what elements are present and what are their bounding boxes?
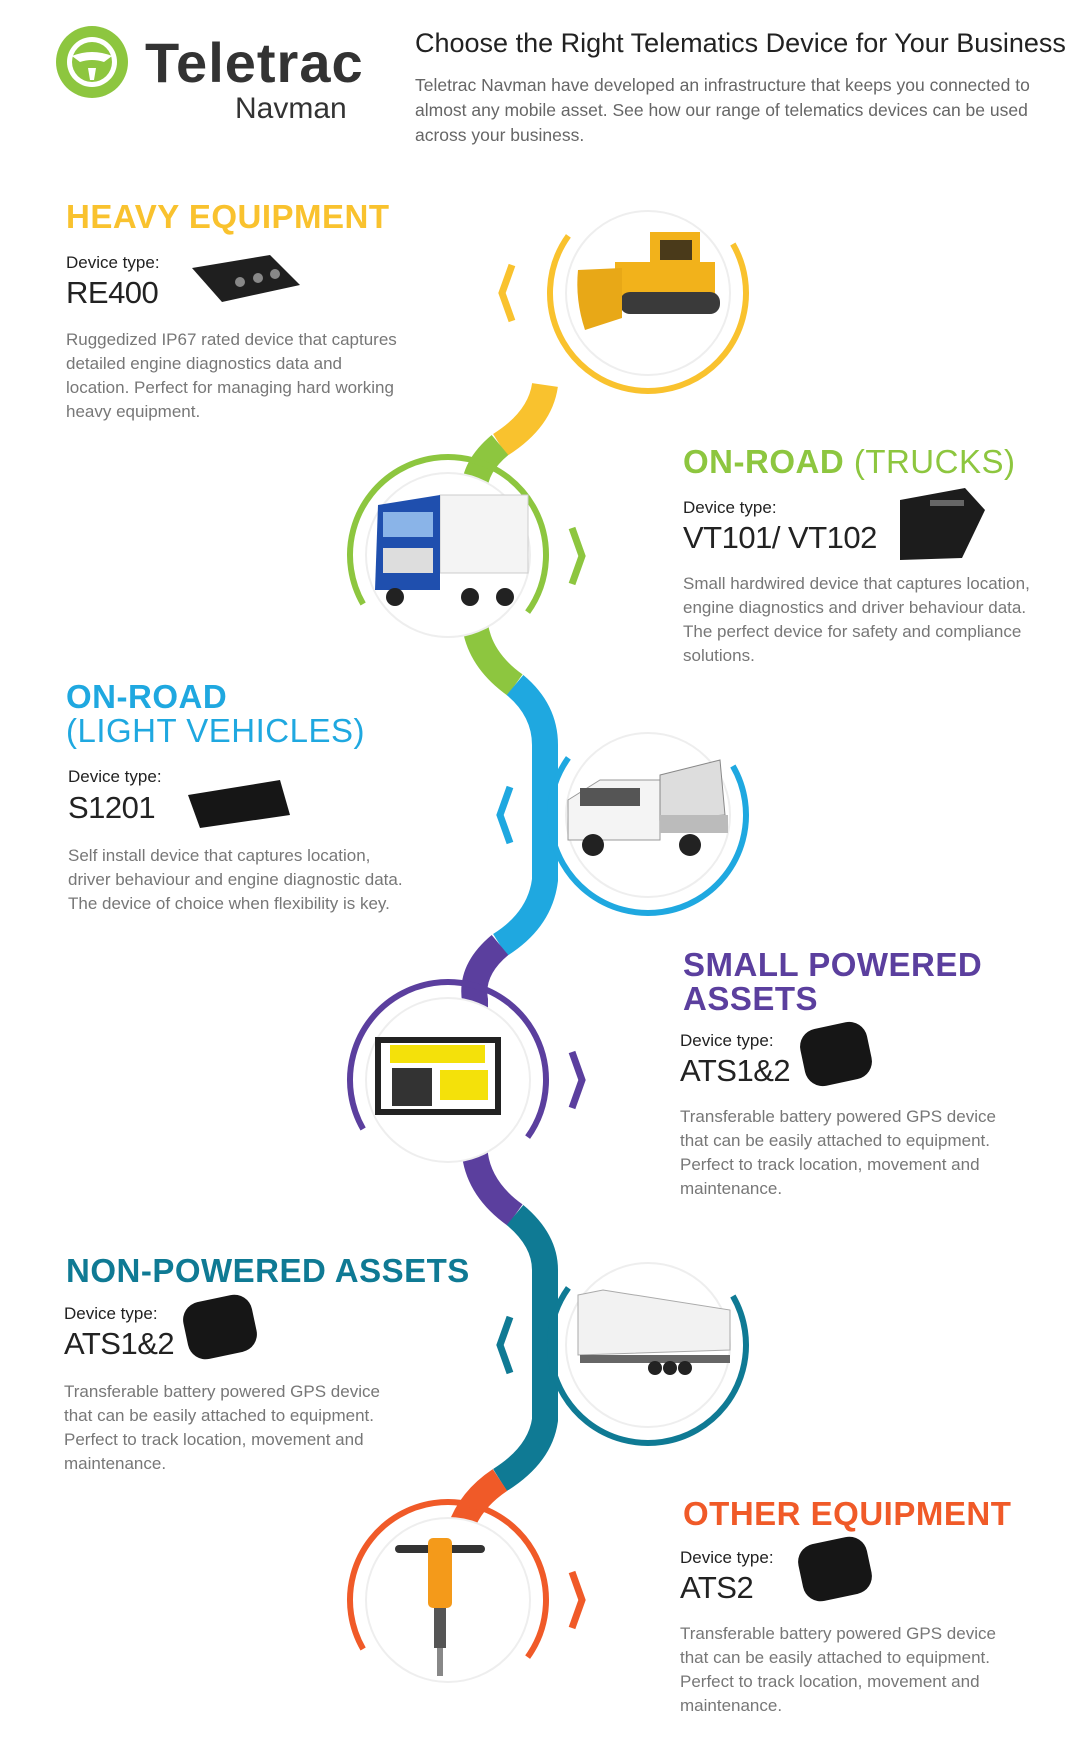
chevron-left-icon xyxy=(496,785,514,845)
title-line1: SMALL POWERED xyxy=(683,946,983,983)
device-name: ATS1&2 xyxy=(64,1326,175,1361)
section-description: Transferable battery powered GPS device … xyxy=(64,1382,380,1473)
teletrac-logo-icon xyxy=(56,26,128,98)
section-title-heavy-equipment: HEAVY EQUIPMENT xyxy=(66,198,390,235)
device-type-label: Device type: xyxy=(64,1304,158,1323)
chevron-left-icon xyxy=(496,1315,514,1375)
title-bold: ON-ROAD xyxy=(683,443,845,480)
device-name: ATS1&2 xyxy=(680,1053,791,1088)
bulldozer-icon xyxy=(577,232,720,330)
chevron-right-icon xyxy=(568,1570,586,1630)
page-title: Choose the Right Telematics Device for Y… xyxy=(415,28,1066,58)
chevron-left-icon xyxy=(498,263,516,323)
device-type-label: Device type: xyxy=(680,1548,774,1567)
jackhammer-icon xyxy=(395,1538,485,1676)
section-title-on-road-light-vehicles: ON-ROAD (LIGHT VEHICLES) xyxy=(66,680,365,748)
section-description: Transferable battery powered GPS device … xyxy=(680,1107,996,1198)
page-description: Teletrac Navman have developed an infras… xyxy=(415,75,1030,145)
device-ats2-icon xyxy=(798,1536,872,1602)
device-name: RE400 xyxy=(66,275,159,310)
device-type-label: Device type: xyxy=(66,253,160,272)
section-description: Self install device that captures locati… xyxy=(68,846,403,913)
connector-blue xyxy=(492,675,558,957)
device-re400-icon xyxy=(192,255,300,302)
section-title-other-equipment: OTHER EQUIPMENT xyxy=(683,1495,1012,1532)
title-line2: ASSETS xyxy=(683,980,819,1017)
device-s1201-icon xyxy=(188,780,290,828)
title-light: (LIGHT VEHICLES) xyxy=(66,712,365,749)
brand-name-line2: Navman xyxy=(235,92,347,125)
title-light: (TRUCKS) xyxy=(853,443,1016,480)
title-bold: ON-ROAD xyxy=(66,678,228,715)
section-title-small-powered-assets: SMALL POWERED ASSETS xyxy=(683,948,982,1016)
device-ats-icon xyxy=(183,1294,257,1360)
device-name: S1201 xyxy=(68,790,156,825)
connector-teal xyxy=(492,1205,558,1492)
device-name: VT101/ VT102 xyxy=(683,520,877,555)
truck-icon xyxy=(375,494,529,606)
section-title-on-road-trucks: ON-ROAD (TRUCKS) xyxy=(683,445,1015,479)
device-vt101-icon xyxy=(900,488,985,560)
generator-icon xyxy=(375,1037,501,1115)
device-name: ATS2 xyxy=(680,1570,754,1605)
trailer-icon xyxy=(577,1289,731,1375)
chevron-right-icon xyxy=(568,526,586,586)
chevron-right-icon xyxy=(568,1050,586,1110)
device-type-label: Device type: xyxy=(683,498,777,517)
connector-yellow xyxy=(492,382,558,457)
section-description: Ruggedized IP67 rated device that captur… xyxy=(66,330,397,421)
device-type-label: Device type: xyxy=(68,767,162,786)
device-type-label: Device type: xyxy=(680,1031,774,1050)
section-description: Transferable battery powered GPS device … xyxy=(680,1624,996,1715)
section-description: Small hardwired device that captures loc… xyxy=(683,574,1030,665)
device-ats-icon xyxy=(800,1021,872,1087)
brand-name-line1: Teletrac xyxy=(145,31,364,94)
section-title-non-powered-assets: NON-POWERED ASSETS xyxy=(66,1252,470,1289)
pickup-truck-icon xyxy=(567,759,728,856)
